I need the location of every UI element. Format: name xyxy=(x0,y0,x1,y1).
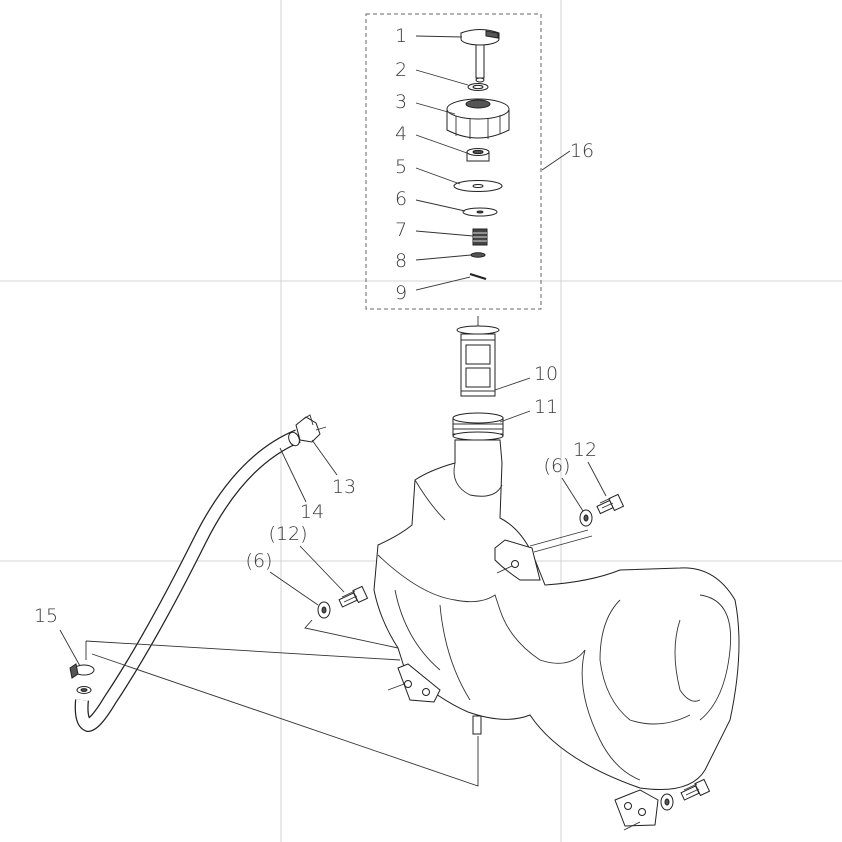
cap-assembly-group-box xyxy=(365,13,542,310)
assembly-guide-lines xyxy=(85,529,641,831)
label-1: 1 xyxy=(395,25,407,47)
part-4-bushing xyxy=(466,148,490,162)
fuel-tank-body xyxy=(373,439,740,827)
leader-lines xyxy=(59,35,607,667)
part-1-cap-key xyxy=(460,29,500,83)
part-13-hose-clip xyxy=(295,414,327,443)
part-10-filter-strainer xyxy=(456,316,500,397)
label-6-ref-left: (6) xyxy=(246,550,273,572)
label-12-ref-left: (12) xyxy=(268,523,307,545)
label-13: 13 xyxy=(332,476,356,498)
label-2: 2 xyxy=(395,59,407,81)
label-4: 4 xyxy=(395,123,407,145)
label-7: 7 xyxy=(395,219,407,241)
label-5: 5 xyxy=(395,156,407,178)
label-14: 14 xyxy=(300,501,324,523)
part-11-filler-neck-ring xyxy=(452,412,504,441)
label-11: 11 xyxy=(534,396,558,418)
callout-labels: 1 2 3 4 5 6 7 8 9 10 11 12 13 14 15 16 (… xyxy=(34,25,597,627)
part-9-pin xyxy=(469,272,487,281)
label-12: 12 xyxy=(573,439,597,461)
label-3: 3 xyxy=(395,91,407,113)
part-14-hose xyxy=(74,429,301,733)
label-9: 9 xyxy=(395,282,407,304)
label-16: 16 xyxy=(570,140,594,162)
label-6-ref-upper: (6) xyxy=(544,455,571,477)
part-12-bolt-left xyxy=(338,585,369,608)
part-15-clamp xyxy=(69,663,95,694)
label-8: 8 xyxy=(395,250,407,272)
label-6: 6 xyxy=(395,188,407,210)
label-10: 10 xyxy=(534,363,558,385)
label-15: 15 xyxy=(34,605,58,627)
part-8-small-washer xyxy=(470,252,486,258)
bolt-lower-right xyxy=(680,778,711,801)
part-12-bolt-upper xyxy=(596,493,625,515)
part-3-fuel-cap xyxy=(446,98,510,139)
part-7-spring xyxy=(472,228,488,246)
